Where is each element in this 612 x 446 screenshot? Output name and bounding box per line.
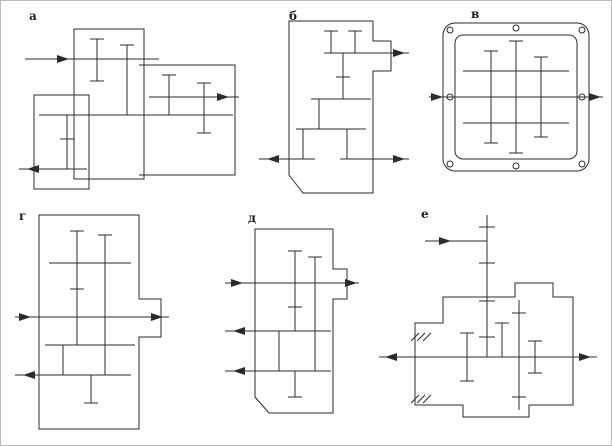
panel-v: в — [425, 7, 607, 187]
gearbox-scheme-v-drawing — [429, 22, 603, 172]
panel-g-label: г — [19, 209, 27, 223]
panel-d: д — [221, 211, 363, 437]
panel-b-label: б — [289, 9, 298, 23]
panel-e: е — [367, 205, 607, 443]
panel-e-label: е — [421, 207, 429, 221]
gearbox-scheme-b-drawing — [259, 20, 409, 194]
panel-b: б — [251, 7, 413, 205]
panel-g: г — [11, 205, 173, 445]
panel-d-label: д — [248, 211, 256, 225]
gearbox-scheme-a-drawing — [19, 28, 239, 190]
gearbox-scheme-d-drawing — [225, 228, 359, 414]
panel-v-label: в — [471, 7, 480, 21]
gearbox-scheme-e-drawing — [379, 215, 597, 418]
panel-a: а — [9, 7, 241, 203]
gearbox-scheme-g-drawing — [15, 214, 169, 430]
panel-a-label: а — [29, 9, 37, 23]
